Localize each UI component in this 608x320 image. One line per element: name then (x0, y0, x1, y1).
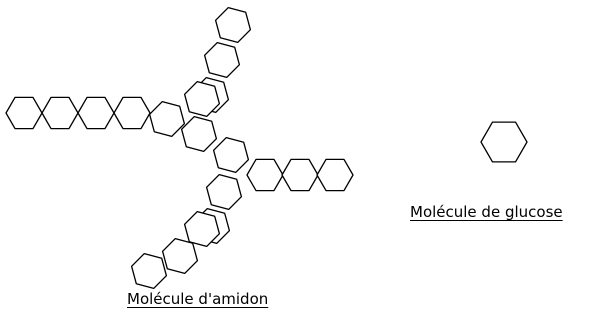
glucose-molecule-caption: Molécule de glucose (410, 203, 563, 221)
glucose-unit (161, 237, 199, 275)
glucose-unit (281, 158, 319, 192)
glucose-unit (148, 100, 186, 138)
glucose-unit (113, 96, 151, 130)
starch-molecule (5, 6, 354, 290)
glucose-molecule (480, 121, 528, 163)
glucose-unit (203, 41, 241, 79)
glucose-hexagon (480, 121, 528, 163)
glucose-unit (205, 173, 243, 211)
glucose-unit (130, 252, 168, 290)
glucose-unit (183, 210, 221, 248)
glucose-unit (316, 158, 354, 192)
glucose-unit (77, 96, 115, 130)
starch-molecule-caption: Molécule d'amidon (127, 290, 269, 308)
glucose-unit (5, 96, 43, 130)
glucose-unit (183, 80, 221, 118)
glucose-unit (180, 115, 218, 153)
glucose-unit (41, 96, 79, 130)
glucose-unit (214, 6, 252, 44)
glucose-unit (212, 136, 250, 174)
glucose-unit (246, 158, 284, 192)
